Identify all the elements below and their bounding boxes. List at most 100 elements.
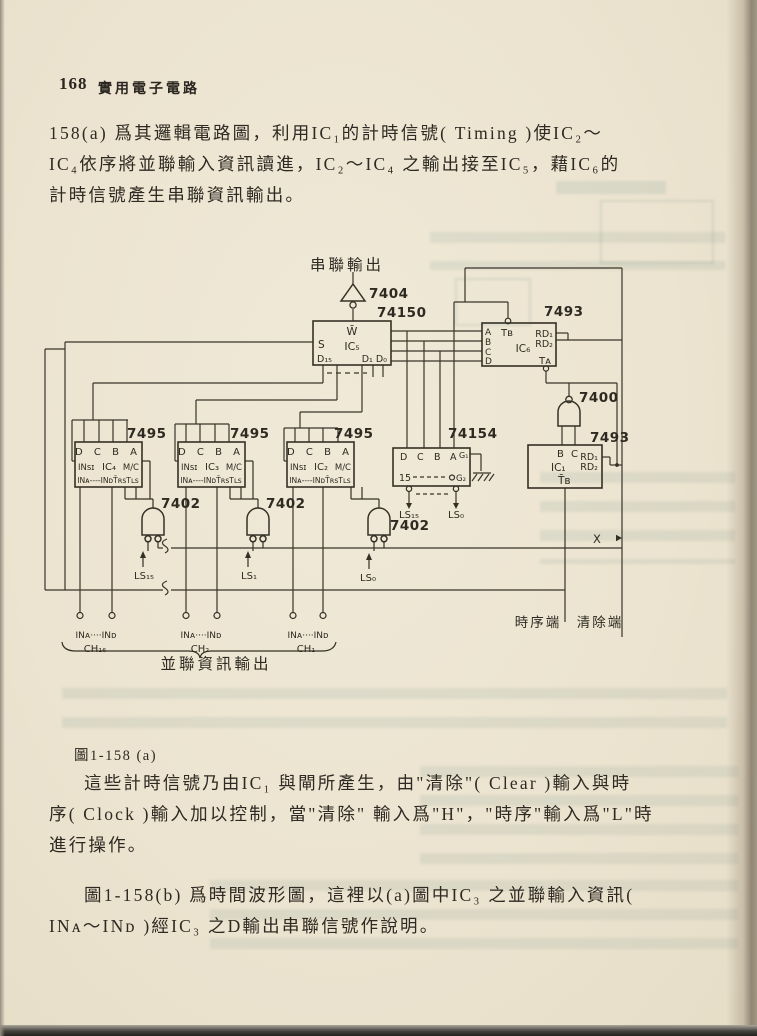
serial-output-label: 串聯輸出: [310, 256, 384, 274]
terminal-label: INᴀ····INᴅ: [288, 631, 329, 641]
ic-name: IC₄: [102, 462, 116, 473]
pin-label: Tᴀ: [538, 356, 551, 367]
pin-label: A: [450, 452, 457, 463]
pin-label: D C B A: [75, 447, 141, 458]
signal-label: LS₀: [448, 510, 464, 521]
g2-bubble: [448, 474, 456, 481]
ic-name: IC₃: [205, 462, 219, 473]
pin-label: INsɪ: [78, 463, 94, 473]
pin-label: T̄ʙ: [557, 474, 571, 487]
signal-label: LS₀: [360, 573, 376, 584]
nand-bubble: [565, 395, 573, 404]
ic-name: IC₂: [314, 462, 328, 473]
pin-label: INsɪ: [290, 463, 306, 473]
pin-label: B: [485, 338, 491, 348]
inverter-bubble: [349, 301, 357, 309]
tb-bubble: [504, 317, 512, 325]
channel-label: CH₁₆: [84, 644, 107, 655]
part-label: 74150: [377, 305, 426, 321]
pin-label: D C B A: [287, 447, 353, 458]
pin-label: C: [485, 348, 491, 358]
signal-label: LS₁: [241, 571, 257, 582]
terminal-label: INᴀ····INᴅ: [181, 631, 222, 641]
page-edge-shadow: [726, 0, 757, 1036]
inverter-symbol: [339, 282, 367, 302]
decoder-74154-box: [392, 447, 471, 487]
pin-label: S: [318, 339, 325, 351]
pin-label: INᴀ----INᴅT̄ʀsTʟs: [289, 476, 351, 485]
pin-label: C: [417, 452, 424, 463]
nand-symbol: [557, 400, 581, 427]
clock-terminal-label: 時序端: [515, 615, 562, 630]
figure-caption: 圖1-158 (a): [74, 748, 158, 764]
ic-name: IC₆: [516, 343, 531, 355]
part-label: 7404: [369, 286, 409, 302]
register-7495-ic2-box: [286, 441, 355, 488]
ic-outlines: [74, 320, 603, 489]
pin-label: G₂: [456, 474, 466, 484]
pin-label: D₁₅: [317, 354, 332, 365]
channel-label: CH₁: [297, 644, 316, 655]
part-label: 7495: [230, 426, 270, 442]
mux-74150-box: [312, 320, 392, 366]
pin-label: G₁: [459, 451, 468, 460]
inverter-7404: 7404: [339, 282, 409, 309]
pin-label: INᴀ----INᴅT̄ʀsTʟs: [180, 476, 242, 485]
paragraph-line: INᴀ～INᴅ )經IC₃ 之D輸出串聯信號作說明。: [49, 916, 440, 936]
ls-arrows: [140, 463, 622, 560]
counter-7493-ic1-box: [527, 444, 603, 489]
register-7495-ic3-box: [177, 441, 246, 488]
part-label: 7495: [334, 426, 374, 442]
part-label: 7402: [390, 518, 430, 534]
part-label: 7402: [161, 496, 201, 512]
pin-label: C: [571, 449, 578, 460]
pin-label: INsɪ: [181, 463, 197, 473]
pin-label: INᴀ----INᴅT̄ʀsTʟs: [77, 476, 139, 485]
part-label: 74154: [448, 426, 497, 442]
part-label: 7495: [127, 426, 167, 442]
pin-label: RD₁: [535, 329, 553, 340]
pin-label: W̄: [347, 325, 358, 338]
ic-name: IC₁: [551, 462, 566, 474]
pin-label: M/C: [335, 463, 351, 473]
circuit-diagram: 7404 7400: [44, 256, 630, 673]
part-label: 7493: [544, 304, 584, 320]
parallel-io-label: 並聯資訊輸出: [160, 655, 271, 673]
pin-label: D C B A: [178, 447, 244, 458]
part-label: 7400: [579, 390, 619, 406]
part-label: 7402: [266, 496, 306, 512]
register-7495-ic4-box: [74, 441, 143, 488]
ta-bubble: [542, 365, 550, 372]
scan-left-edge: [0, 0, 5, 1036]
paragraph-line: 158(a) 爲其邏輯電路圖，利用IC₁的計時信號( Timing )使IC₂～: [49, 123, 604, 143]
paragraph-line: 進行操作。: [49, 835, 148, 855]
pin-label: RD₂: [535, 339, 553, 350]
nor-gates-7402: [124, 460, 391, 569]
brace: [61, 641, 337, 659]
pin-label: RD₂: [580, 462, 598, 473]
terminal-label: INᴀ····INᴅ: [76, 631, 117, 641]
scan-bottom-edge: [0, 1025, 757, 1036]
signal-label: LS₁₅: [399, 510, 419, 521]
pin-label: D: [485, 357, 492, 367]
pin-label: D₁ D₀: [362, 354, 387, 365]
input-terminals: [76, 317, 550, 620]
pin-label: B: [434, 452, 441, 463]
paragraph-line: 序( Clock )輸入加以控制，當"清除" 輸入爲"H"，"時序"輸入爲"L"…: [49, 804, 654, 824]
x-label: X: [593, 532, 601, 546]
part-label: 7493: [590, 430, 630, 446]
channel-label: CH₂: [191, 644, 210, 655]
counter-7493-ic6-box: [481, 322, 557, 367]
signal-label: LS₁₅: [134, 571, 154, 582]
page-number: 168: [59, 74, 88, 93]
book-title: 實用電子電路: [98, 80, 200, 96]
paragraph-line: 計時信號產生串聯資訊輸出。: [49, 185, 306, 205]
clear-terminal-label: 清除端: [577, 615, 624, 630]
pin-label: A: [485, 328, 492, 338]
pin-label: 15: [399, 473, 411, 484]
pin-label: Tʙ: [500, 328, 513, 339]
circuit-wires: [44, 267, 623, 637]
pin-label: D: [400, 452, 407, 463]
paragraph-line: IC₄依序將並聯輸入資訊讀進，IC₂～IC₄ 之輸出接至IC₅，藉IC₆的: [49, 154, 621, 174]
